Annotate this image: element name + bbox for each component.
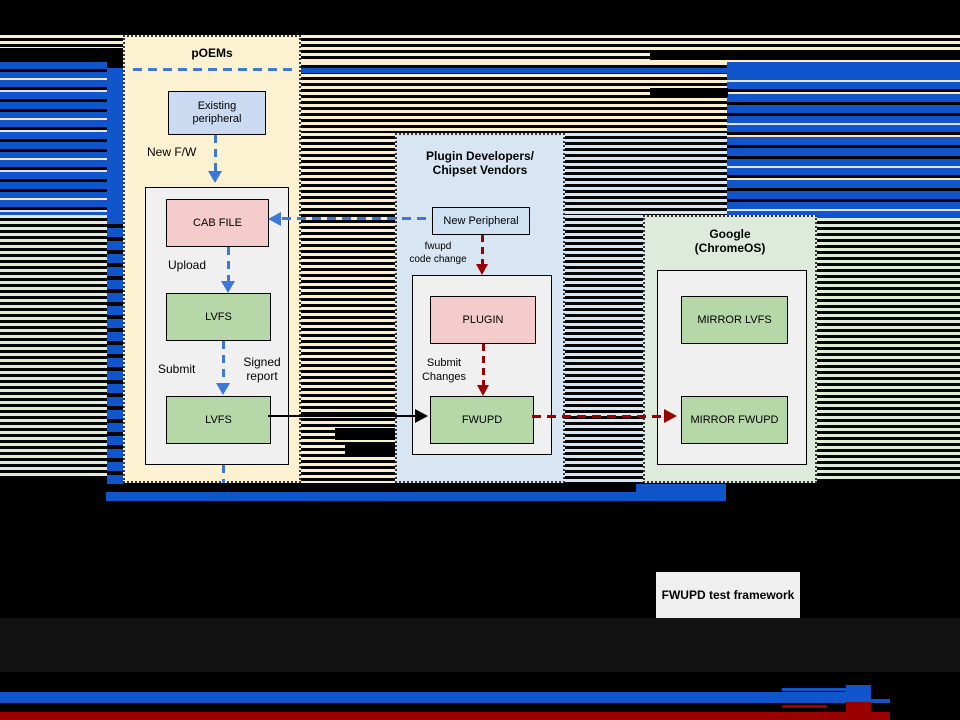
glitch-black-mark xyxy=(650,88,728,97)
plugin-label: PLUGIN xyxy=(462,313,504,326)
cab-file-label: CAB FILE xyxy=(193,216,242,229)
poems-inner-box: CAB FILE Upload LVFS Submit Signed repor… xyxy=(145,187,289,465)
lvfs-lower-node: LVFS xyxy=(166,396,271,444)
cab-file-node: CAB FILE xyxy=(166,199,269,247)
glitch-stripes-gap-tan xyxy=(300,133,395,483)
new-peripheral-to-cab-line xyxy=(282,217,430,220)
submit-arrow-line xyxy=(222,341,225,383)
glitch-bar-left-blue xyxy=(107,68,123,215)
fwupd-code-change-arrowhead-icon xyxy=(476,264,488,275)
fwupd-code-change-label: fwupd code change xyxy=(405,240,471,266)
glitch-red-footer-line xyxy=(782,705,827,708)
upload-arrowhead-icon xyxy=(221,281,235,293)
fwupd-label: FWUPD xyxy=(461,413,503,426)
new-fw-arrowhead-icon xyxy=(208,171,222,183)
glitch-blue-bar-bottom xyxy=(106,492,726,501)
google-title-line1: Google xyxy=(709,227,751,241)
glitch-stripes-left-blue xyxy=(0,62,107,215)
new-fw-arrow-line xyxy=(214,135,217,171)
submit-changes-arrow-line xyxy=(482,344,485,385)
submit-arrowhead-icon xyxy=(216,383,230,395)
mirror-fwupd-label: MIRROR FWUPD xyxy=(690,413,779,426)
lvfs-to-fwupd-line xyxy=(268,415,416,417)
poems-group-title: pOEMs xyxy=(191,46,233,60)
fwupd-code-change-line2: code change xyxy=(409,254,467,265)
new-peripheral-node: New Peripheral xyxy=(432,207,530,235)
existing-peripheral-node: Existing peripheral xyxy=(168,91,266,135)
lvfs-upper-node: LVFS xyxy=(166,293,271,341)
glitch-blue-bar-bottom-upper xyxy=(636,484,726,492)
glitch-blue-footer-line xyxy=(871,699,890,703)
existing-peripheral-line1: Existing xyxy=(197,100,237,112)
mirror-fwupd-node: MIRROR FWUPD xyxy=(681,396,788,444)
glitch-blue-footer-line xyxy=(782,688,846,691)
plugin-node: PLUGIN xyxy=(430,296,536,344)
signed-report-line1: Signed xyxy=(243,355,281,369)
glitch-red-footer-block xyxy=(846,702,871,713)
lvfs-upper-label: LVFS xyxy=(205,310,232,323)
glitch-blue-footer-bar xyxy=(0,692,846,703)
submit-changes-arrowhead-icon xyxy=(477,385,489,396)
glitch-black-mark xyxy=(345,444,395,456)
poems-group: pOEMs Existing peripheral New F/W CAB FI… xyxy=(123,35,301,483)
signed-report-label: Signed report xyxy=(236,355,288,383)
plugin-vendors-group: Plugin Developers/ Chipset Vendors New P… xyxy=(395,133,565,483)
submit-changes-line2: Changes xyxy=(421,371,467,383)
upload-arrow-line xyxy=(227,247,230,281)
plugin-vendors-title-line1: Plugin Developers/ xyxy=(425,149,535,163)
google-title-line2: (ChromeOS) xyxy=(694,241,766,255)
lvfs-lower-label: LVFS xyxy=(205,413,232,426)
glitch-dark-band xyxy=(0,618,960,672)
glitch-stripes-gap-lightblue xyxy=(565,215,643,483)
plugin-vendors-title: Plugin Developers/ Chipset Vendors xyxy=(397,149,563,177)
glitch-stripes-right-green xyxy=(817,218,960,480)
new-fw-label: New F/W xyxy=(147,145,197,159)
glitch-red-footer-bar xyxy=(0,712,890,720)
mirror-lvfs-node: MIRROR LVFS xyxy=(681,296,788,344)
fwupd-to-mirror-line xyxy=(532,415,664,418)
google-inner-box: MIRROR LVFS MIRROR FWUPD xyxy=(657,270,807,465)
glitch-stripes-right-blue xyxy=(727,62,960,218)
signed-report-line2: report xyxy=(246,369,278,383)
glitch-black-mark xyxy=(650,51,960,60)
glitch-stripes-left-green xyxy=(0,215,107,478)
submit-label: Submit xyxy=(158,362,196,376)
poems-divider-dashed-line xyxy=(133,68,293,71)
glitch-black-mark xyxy=(0,48,123,62)
fwupd-code-change-arrow-line xyxy=(481,235,484,264)
upload-label: Upload xyxy=(168,258,207,272)
new-peripheral-label: New Peripheral xyxy=(443,214,519,227)
google-group: Google (ChromeOS) MIRROR LVFS MIRROR FWU… xyxy=(643,215,817,483)
lvfs-to-fwupd-arrowhead-icon xyxy=(415,409,428,423)
mirror-lvfs-label: MIRROR LVFS xyxy=(697,313,772,326)
fwupd-node: FWUPD xyxy=(430,396,534,444)
google-group-title: Google (ChromeOS) xyxy=(645,227,815,255)
glitch-black-mark xyxy=(335,428,395,440)
submit-changes-line1: Submit xyxy=(426,357,462,369)
existing-peripheral-label: Existing peripheral xyxy=(193,100,242,126)
glitch-bar-left-striped xyxy=(107,215,123,486)
submit-changes-label: Submit Changes xyxy=(415,356,473,384)
fwupd-test-framework-box: FWUPD test framework xyxy=(656,572,800,618)
glitch-blue-footer-block xyxy=(846,685,871,706)
fwupd-to-mirror-arrowhead-icon xyxy=(664,409,677,423)
fwupd-code-change-line1: fwupd xyxy=(424,241,452,252)
glitch-stripes-mid-lightblue xyxy=(565,133,727,215)
glitch-stripes-mid-tan xyxy=(300,62,727,133)
poems-bottom-dashed-line xyxy=(222,465,225,483)
plugin-vendors-title-line2: Chipset Vendors xyxy=(432,163,528,177)
fwupd-test-framework-label: FWUPD test framework xyxy=(661,588,795,602)
new-peripheral-to-cab-arrowhead-icon xyxy=(268,212,281,226)
glitch-blue-line xyxy=(300,68,960,73)
plugin-inner-box: PLUGIN Submit Changes FWUPD xyxy=(412,275,552,455)
existing-peripheral-line2: peripheral xyxy=(192,113,242,125)
